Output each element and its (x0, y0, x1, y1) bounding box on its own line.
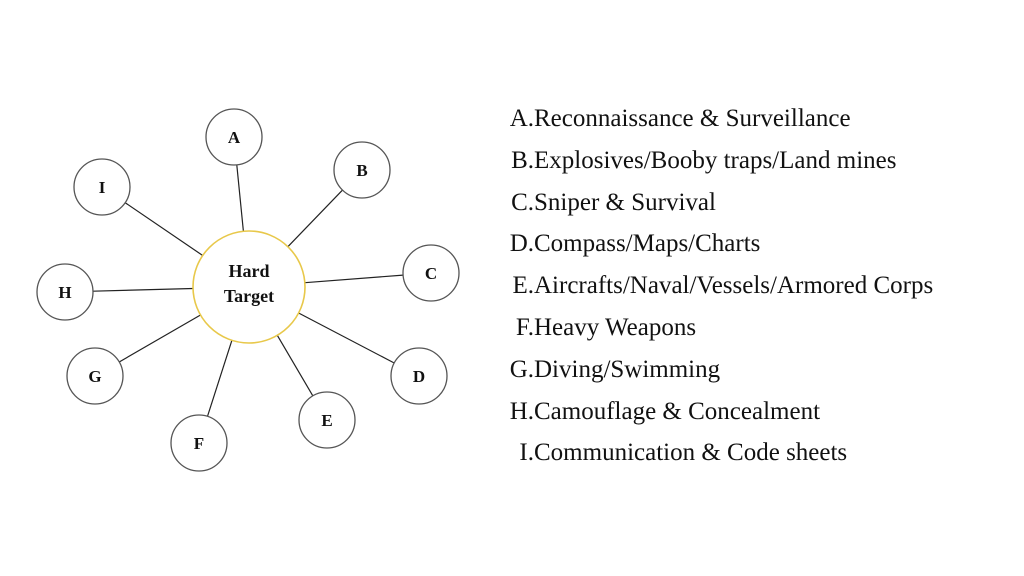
node-b-letter: B (356, 161, 367, 180)
connector-line (118, 314, 201, 363)
connector-line (298, 312, 395, 364)
node-i-circle (73, 158, 131, 216)
node-f-letter: F (194, 434, 204, 453)
nodes: A B C D E F G H (36, 108, 460, 472)
legend-item-i: I.Communication & Code sheets (472, 432, 933, 474)
legend-label: Diving/Swimming (534, 355, 721, 383)
node-e-letter: E (321, 411, 332, 430)
connector-line (287, 189, 343, 248)
legend-label: Explosives/Booby traps/Land mines (534, 146, 897, 174)
legend-label: Compass/Maps/Charts (534, 230, 761, 258)
node-h-circle (36, 263, 94, 321)
hub-label-line1: Hard (228, 261, 269, 281)
legend-item-b: B.Explosives/Booby traps/Land mines (472, 140, 933, 182)
node-c: C (402, 244, 460, 302)
node-e: E (298, 391, 356, 449)
legend-item-c: C.Sniper & Survival (472, 182, 933, 224)
legend-item-h: H.Camouflage & Concealment (472, 391, 933, 433)
node-h-letter: H (58, 283, 71, 302)
node-a-letter: A (228, 128, 241, 147)
node-c-letter: C (425, 264, 437, 283)
node-a: A (205, 108, 263, 166)
node-c-circle (402, 244, 460, 302)
node-g-letter: G (88, 367, 101, 386)
legend-letter: G. (509, 355, 534, 383)
hub-label-line2: Target (224, 286, 274, 306)
legend-letter: D. (509, 230, 534, 258)
legend-letter: C. (511, 188, 534, 216)
node-d-circle (390, 347, 448, 405)
legend-label: Aircrafts/Naval/Vessels/Armored Corps (534, 272, 934, 300)
node-h: H (36, 263, 94, 321)
connector-line (276, 334, 314, 397)
node-d-letter: D (413, 367, 425, 386)
legend-label: Sniper & Survival (534, 188, 716, 216)
legend-item-f: F.Heavy Weapons (472, 307, 933, 349)
legend-letter: E. (512, 272, 534, 300)
node-a-circle (205, 108, 263, 166)
legend-list: A.Reconnaissance & Surveillance B.Explos… (472, 98, 934, 474)
node-i-letter: I (99, 178, 106, 197)
legend-letter: I. (519, 439, 534, 467)
legend-letter: H. (509, 397, 534, 425)
node-d: D (390, 347, 448, 405)
legend-label: Heavy Weapons (534, 313, 697, 341)
node-f: F (170, 414, 228, 472)
connector-line (236, 164, 244, 232)
legend-letter: A. (509, 105, 534, 132)
legend-item-g: G.Diving/Swimming (472, 349, 933, 391)
node-b: B (333, 141, 391, 199)
node-f-circle (170, 414, 228, 472)
connector-line (92, 287, 194, 292)
node-b-circle (333, 141, 391, 199)
connector-line (206, 340, 233, 417)
legend-label: Camouflage & Concealment (534, 397, 821, 425)
hub-circle (192, 230, 306, 344)
legend-item-e: E.Aircrafts/Naval/Vessels/Armored Corps (472, 265, 933, 307)
connector-line (124, 202, 204, 256)
node-g: G (66, 347, 124, 405)
legend-letter: B. (511, 146, 534, 174)
legend-label: Communication & Code sheets (534, 439, 848, 467)
legend-label: Reconnaissance & Surveillance (534, 105, 851, 132)
connector-line (304, 274, 404, 284)
node-g-circle (66, 347, 124, 405)
connectors (92, 164, 404, 417)
legend-letter: F. (515, 313, 534, 341)
node-e-circle (298, 391, 356, 449)
hub-diagram: Hard Target A B C D E F G (36, 108, 460, 472)
legend-item-a: A.Reconnaissance & Surveillance (472, 98, 933, 140)
node-i: I (73, 158, 131, 216)
legend-item-d: D.Compass/Maps/Charts (472, 223, 933, 265)
